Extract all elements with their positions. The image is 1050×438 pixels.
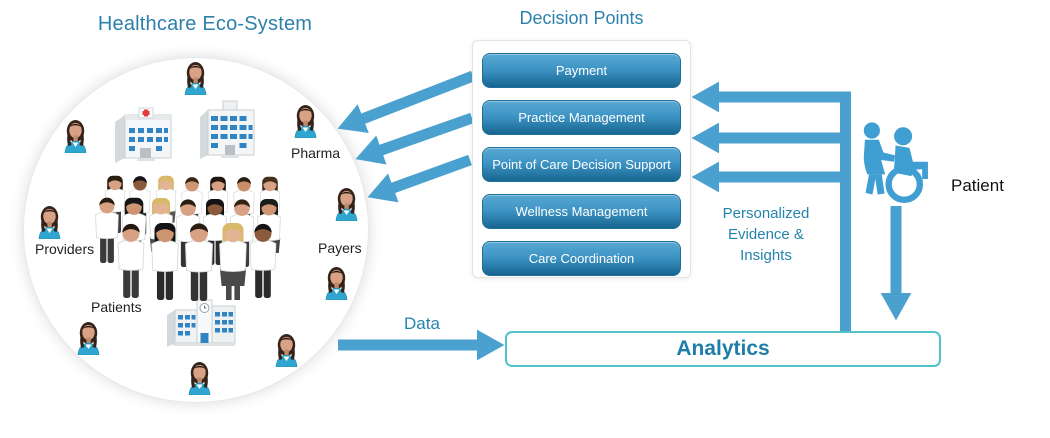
person-avatar-icon <box>323 265 350 300</box>
arrow-decision-to-ecosystem-2 <box>355 112 474 165</box>
person-avatar-icon <box>333 186 360 221</box>
decision-button-point-of-care: Point of Care Decision Support <box>482 147 681 182</box>
patient-wheelchair-icon <box>863 122 928 204</box>
decision-points-title: Decision Points <box>519 8 644 28</box>
ecosystem-title: Healthcare Eco-System <box>97 13 313 35</box>
data-flow-label: Data <box>404 314 440 333</box>
decision-button-payment: Payment <box>482 53 681 88</box>
crowd-of-people-illustration <box>95 175 281 301</box>
decision-button-care-coordination: Care Coordination <box>482 241 681 276</box>
personalized-evidence-label: Personalized Evidence & Insights <box>700 203 832 266</box>
person-avatar-icon <box>182 60 209 95</box>
arrow-decision-to-ecosystem-3 <box>367 154 472 203</box>
payers-label: Payers <box>318 240 362 256</box>
patient-label: Patient <box>951 176 1004 195</box>
personalized-line-1: Personalized <box>722 205 810 222</box>
patients-label: Patients <box>91 299 142 315</box>
arrow-decision-to-ecosystem-1 <box>337 70 475 133</box>
personalized-line-3: Insights <box>740 247 792 264</box>
analytics-box: Analytics <box>505 331 941 367</box>
person-avatar-icon <box>273 332 300 367</box>
person-avatar-icon <box>186 360 213 395</box>
person-avatar-icon <box>62 118 89 153</box>
decision-button-practice-management: Practice Management <box>482 100 681 135</box>
decision-points-panel: Payment Practice Management Point of Car… <box>472 40 691 278</box>
person-avatar-icon <box>75 320 102 355</box>
providers-label: Providers <box>35 241 95 257</box>
analytics-label: Analytics <box>676 337 770 360</box>
person-avatar-icon <box>36 204 63 239</box>
person-avatar-icon <box>292 103 319 138</box>
pharma-label: Pharma <box>291 145 341 161</box>
decision-button-wellness-management: Wellness Management <box>482 194 681 229</box>
personalized-line-2: Evidence & <box>728 226 804 243</box>
